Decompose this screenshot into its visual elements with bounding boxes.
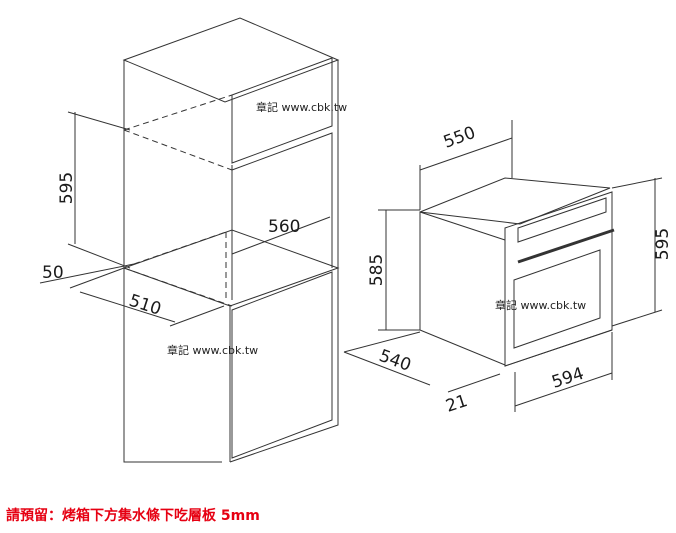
dim-label-cabinet-50: 50 bbox=[42, 263, 64, 283]
dim-label-oven-540: 540 bbox=[376, 346, 413, 376]
dim-594-line bbox=[514, 372, 613, 407]
watermark-top: 章記 www.cbk.tw bbox=[256, 100, 347, 114]
cabinet-hidden-mid bbox=[123, 129, 233, 171]
cabinet-lower-right bbox=[229, 268, 339, 463]
dim-50-line bbox=[39, 263, 135, 284]
oven-bottom-edge bbox=[504, 329, 613, 367]
cabinet-niche-side bbox=[231, 132, 333, 268]
watermark-left: 章記 www.cbk.tw bbox=[167, 343, 258, 357]
installation-note: 請預留：烤箱下方集水條下吃層板 5mm bbox=[6, 508, 260, 524]
oven-handle bbox=[517, 228, 615, 264]
dim-label-cabinet-560: 560 bbox=[268, 217, 300, 237]
dim-21-line bbox=[447, 373, 501, 393]
cabinet-hidden-low bbox=[123, 267, 233, 307]
oven-control-strip bbox=[517, 197, 607, 243]
dim-540-line bbox=[343, 351, 431, 386]
dim-label-oven-550: 550 bbox=[441, 123, 478, 153]
dim-label-oven-595: 595 bbox=[653, 228, 673, 260]
cabinet-lower-left bbox=[123, 268, 222, 463]
dim-560-line bbox=[231, 216, 331, 255]
dim-label-oven-21: 21 bbox=[443, 391, 470, 417]
cabinet-lower-door bbox=[231, 271, 333, 459]
dim-510-line bbox=[79, 291, 176, 323]
oven-body-side bbox=[419, 211, 506, 366]
dim-label-oven-585: 585 bbox=[367, 254, 387, 286]
oven-top-face bbox=[419, 177, 611, 225]
cabinet-hidden-top bbox=[123, 94, 233, 131]
oven-front-panel bbox=[504, 191, 613, 367]
watermark-middle: 章記 www.cbk.tw bbox=[495, 298, 586, 312]
dim-label-oven-594: 594 bbox=[549, 364, 586, 393]
dim-550-line bbox=[419, 137, 513, 171]
dim-label-cabinet-510: 510 bbox=[126, 291, 163, 320]
cabinet-hidden-base bbox=[133, 231, 227, 265]
cabinet-top-face bbox=[122, 17, 340, 103]
oven-door-window bbox=[513, 249, 601, 349]
cabinet-lower-top bbox=[122, 229, 340, 307]
dim-label-cabinet-595: 595 bbox=[57, 172, 77, 204]
